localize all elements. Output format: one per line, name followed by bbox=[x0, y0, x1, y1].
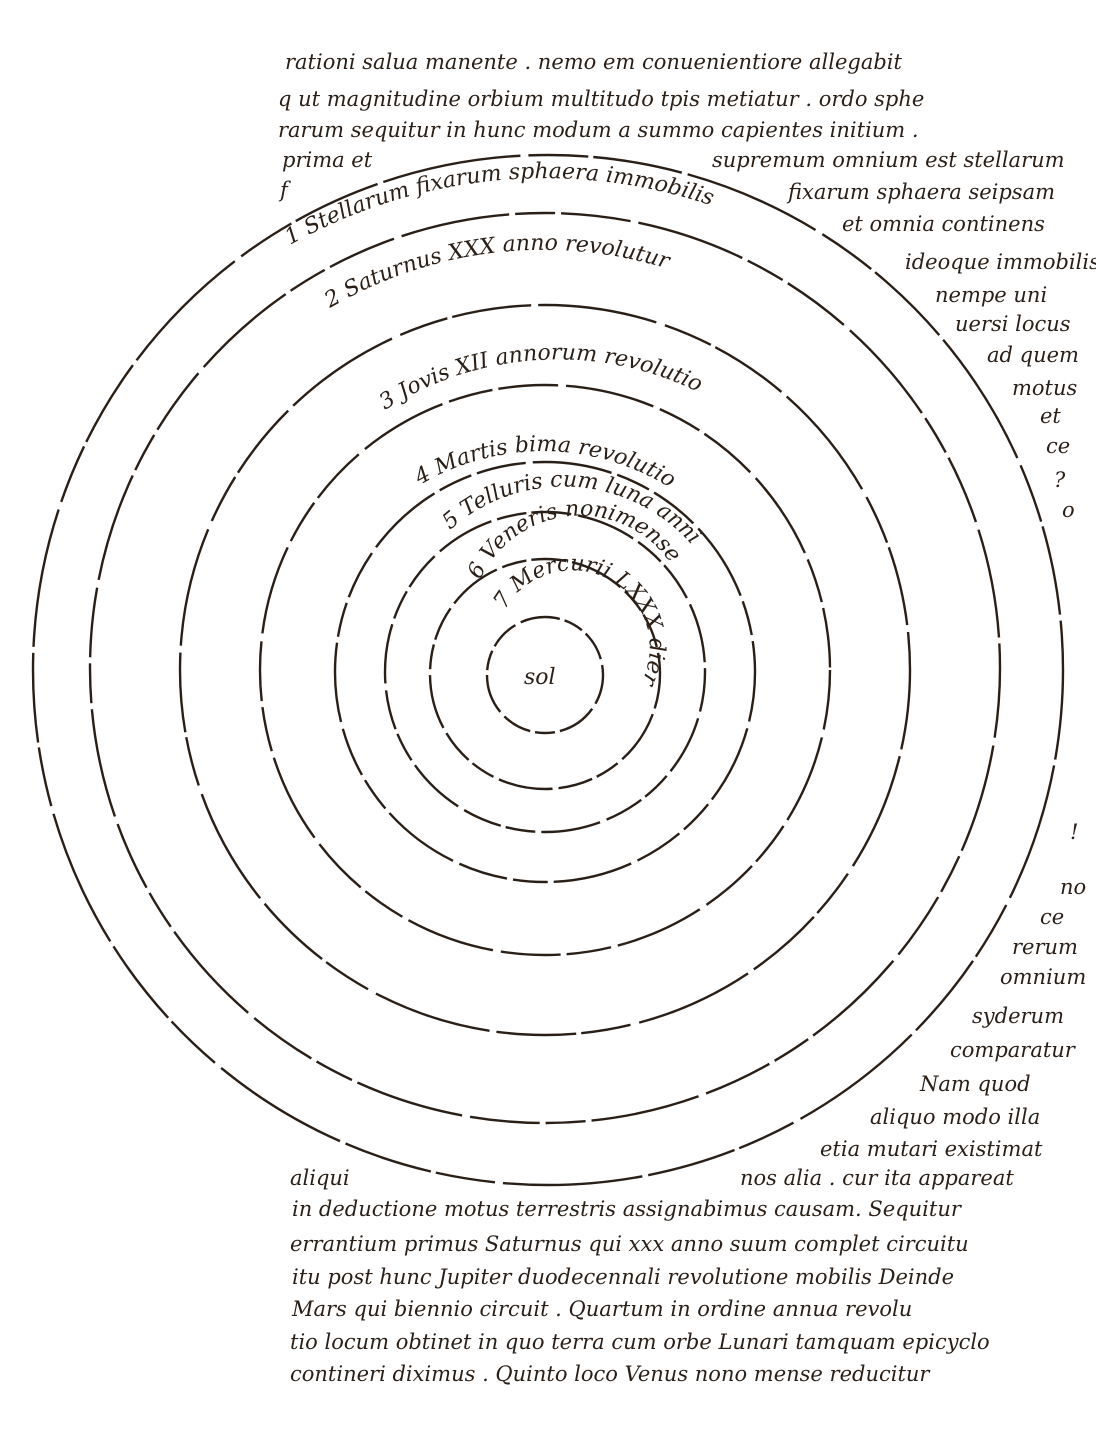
orbit-mars bbox=[258, 383, 832, 957]
orbit-label-earth: 5 Telluris cum luna anni bbox=[438, 467, 706, 549]
side-text-right: nempe uni bbox=[935, 283, 1048, 307]
orbit-earth bbox=[333, 460, 757, 884]
text-line: Mars qui biennio circuit . Quartum in or… bbox=[292, 1297, 913, 1321]
text-line: aliqui bbox=[290, 1166, 350, 1190]
side-text-lower-right: no bbox=[1060, 875, 1087, 899]
side-text-lower-right: etia mutari existimat bbox=[820, 1137, 1043, 1161]
side-text-left: prima et bbox=[282, 148, 373, 172]
orbit-fixed-stars bbox=[31, 153, 1065, 1187]
side-text-right: supremum omnium est stellarum bbox=[712, 148, 1065, 172]
side-text-right: ? bbox=[1054, 468, 1066, 492]
side-text-right: motus bbox=[1012, 376, 1078, 400]
orbit-saturn-outer bbox=[88, 211, 1002, 1125]
orbit-sun bbox=[485, 615, 605, 735]
side-text-right: et omnia continens bbox=[842, 212, 1045, 236]
orbit-label-fixed-stars: 1 Stellarum fixarum sphaera immobilis bbox=[281, 159, 717, 250]
side-text-lower-right: aliquo modo illa bbox=[870, 1105, 1041, 1129]
side-text-right: o bbox=[1062, 498, 1075, 522]
side-text-lower-right: nos alia . cur ita appareat bbox=[740, 1166, 1014, 1190]
sun-label: sol bbox=[524, 665, 556, 690]
text-line: rarum sequitur in hunc modum a summo cap… bbox=[278, 118, 919, 142]
orbit-label-saturn: 2 Saturnus XXX anno revolutur bbox=[320, 231, 674, 314]
text-line: q ut magnitudine orbium multitudo tpis m… bbox=[278, 87, 925, 111]
side-text-right: uersi locus bbox=[955, 312, 1071, 336]
side-text-right: ad quem bbox=[987, 343, 1079, 367]
text-line: tio locum obtinet in quo terra cum orbe … bbox=[290, 1330, 990, 1354]
orbit-label-venus: 6 Veneris nonimense bbox=[463, 496, 686, 582]
orbit-venus bbox=[383, 510, 707, 834]
side-text-right: ideoque immobilis bbox=[905, 250, 1096, 274]
side-text-lower-right: Nam quod bbox=[920, 1072, 1031, 1096]
text-line: errantium primus Saturnus qui xxx anno s… bbox=[290, 1232, 969, 1256]
text-line: itu post hunc Jupiter duodecennali revol… bbox=[292, 1265, 954, 1289]
side-text-lower-right: ! bbox=[1070, 820, 1079, 844]
orbit-label-mars: 4 Martis bima revolutio bbox=[410, 432, 680, 493]
text-line: in deductione motus terrestris assignabi… bbox=[292, 1197, 961, 1221]
orbit-label-jupiter: 3 Jovis XII annorum revolutio bbox=[375, 340, 706, 415]
side-text-lower-right: ce bbox=[1040, 905, 1065, 929]
side-text-right: fixarum sphaera seipsam bbox=[788, 180, 1056, 204]
side-text-right: et bbox=[1040, 404, 1061, 428]
side-text-lower-right: rerum bbox=[1012, 935, 1078, 959]
side-text-left: f bbox=[280, 178, 288, 202]
orbit-mercury bbox=[428, 557, 662, 791]
orbit-jupiter bbox=[178, 303, 912, 1037]
side-text-right: ce bbox=[1046, 434, 1071, 458]
text-line: rationi salua manente . nemo em conuenie… bbox=[285, 50, 902, 74]
side-text-lower-right: syderum bbox=[972, 1004, 1064, 1028]
side-text-lower-right: comparatur bbox=[950, 1038, 1075, 1062]
side-text-lower-right: omnium bbox=[1000, 965, 1087, 989]
text-line: contineri diximus . Quinto loco Venus no… bbox=[290, 1362, 930, 1386]
